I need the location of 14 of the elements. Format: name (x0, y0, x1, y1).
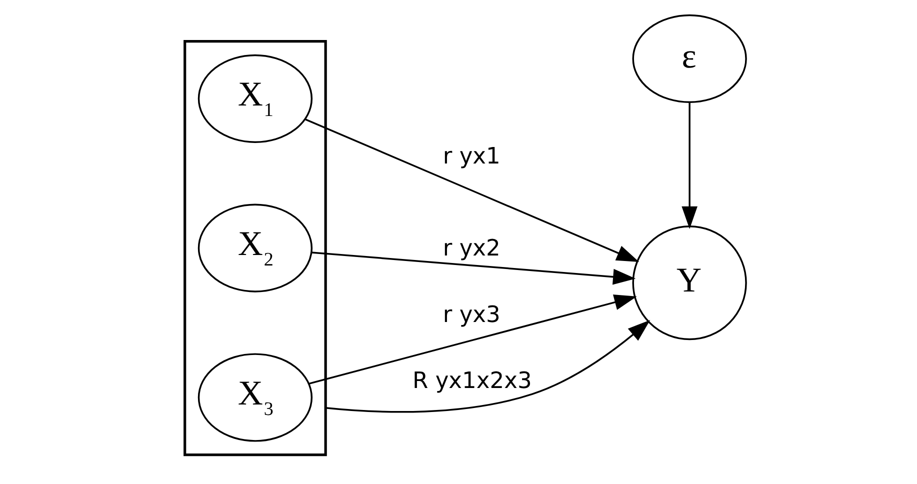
arrow (326, 320, 650, 413)
edge-label: R yx1x2x3 (412, 368, 532, 394)
arrow (305, 118, 640, 262)
edge-label: r yx1 (442, 144, 500, 170)
arrow (682, 102, 698, 229)
node-ellipse: X$_{1}$ (198, 54, 313, 143)
node-circle: Y (632, 226, 747, 340)
node-ellipse: X$_{3}$ (198, 353, 313, 442)
node-ellipse: X$_{2}$ (198, 204, 313, 292)
cluster (184, 40, 327, 456)
arrow (308, 294, 637, 385)
edge-label: r yx3 (442, 302, 500, 328)
node-ellipse: ε (632, 14, 747, 103)
edge-label: r yx2 (442, 236, 500, 262)
